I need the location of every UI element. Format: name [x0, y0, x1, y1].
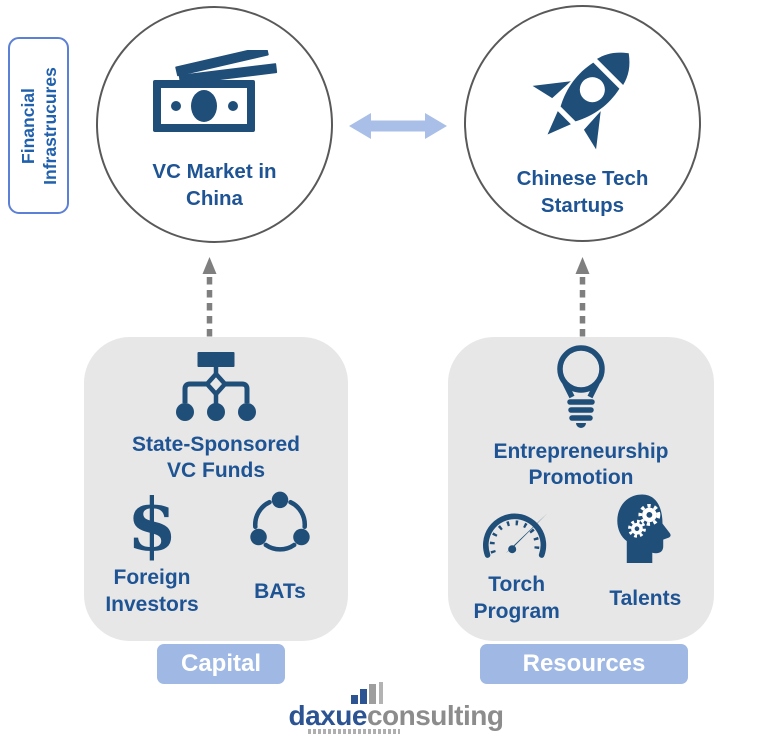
- logo-text: daxueconsulting: [288, 682, 504, 731]
- org-chart-icon: [175, 352, 257, 422]
- resources-panel-items: Torch Program: [448, 494, 714, 627]
- capital-badge: Capital: [157, 644, 285, 684]
- label-line: Talents: [609, 586, 682, 610]
- resources-panel-heading: Entrepreneurship Promotion: [493, 439, 668, 491]
- head-gears-icon: [614, 494, 676, 563]
- money-bills-icon: [145, 50, 285, 136]
- vc-market-label: VC Market in China: [152, 158, 276, 212]
- label-line: Foreign: [113, 566, 191, 589]
- share-network-icon: [247, 491, 313, 556]
- tech-startups-circle: Chinese Tech Startups: [464, 5, 701, 242]
- dollar-icon: $: [126, 482, 178, 567]
- gauge-icon: [477, 499, 557, 563]
- gear-glyphs: [628, 503, 661, 538]
- talents-label: Talents: [609, 569, 681, 627]
- label-line: BATs: [254, 579, 306, 603]
- capital-panel-heading: State-Sponsored VC Funds: [132, 432, 300, 484]
- torch-program-item: Torch Program: [457, 499, 577, 627]
- financial-infrastructures-label: Financial Infrastrucures: [8, 37, 69, 214]
- label-line: Infrastrucures: [39, 66, 60, 185]
- foreign-investors-item: $ Foreign Investors: [92, 482, 212, 620]
- dashed-up-arrow-icon: [202, 257, 217, 341]
- bats-item: BATs: [220, 491, 340, 620]
- vc-market-circle: VC Market in China: [96, 6, 333, 243]
- logo-tagline-illegible-text: [308, 729, 400, 734]
- resources-panel: Entrepreneurship Promotion Torch Program: [448, 337, 714, 641]
- label-line: Chinese Tech: [516, 167, 649, 190]
- logo-daxue: daxue: [288, 700, 368, 731]
- rocket-icon: [517, 33, 649, 165]
- capital-panel: State-Sponsored VC Funds $ Foreign Inves…: [84, 337, 348, 641]
- bats-label: BATs: [254, 562, 306, 620]
- talents-item: Talents: [585, 494, 705, 627]
- label-line: Program: [473, 600, 560, 623]
- label-line: VC Funds: [167, 459, 265, 482]
- label-line: Investors: [105, 593, 199, 616]
- label-line: Financial: [17, 87, 38, 164]
- capital-panel-items: $ Foreign Investors: [84, 482, 348, 620]
- lightbulb-icon: [551, 345, 611, 429]
- tech-startups-label: Chinese Tech Startups: [517, 165, 649, 219]
- label-line: Entrepreneurship: [493, 440, 669, 463]
- resources-badge: Resources: [480, 644, 688, 684]
- logo-bars-icon: [350, 682, 387, 704]
- label-line: State-Sponsored: [131, 433, 301, 456]
- financial-infrastructures-text: Financial Infrastrucures: [17, 67, 61, 185]
- logo-consulting: consulting: [366, 700, 504, 731]
- left-right-arrow-icon: [349, 112, 447, 140]
- label-line: Promotion: [528, 466, 634, 489]
- label-line: China: [186, 187, 243, 210]
- label-line: VC Market in: [152, 160, 277, 183]
- torch-program-label: Torch Program: [473, 569, 559, 627]
- foreign-investors-label: Foreign Investors: [105, 562, 198, 620]
- label-line: Startups: [540, 194, 625, 217]
- daxue-consulting-logo: daxueconsulting: [0, 682, 768, 734]
- label-line: Torch: [488, 573, 546, 596]
- dollar-glyph: $: [126, 482, 178, 567]
- dashed-up-arrow-icon: [575, 257, 590, 341]
